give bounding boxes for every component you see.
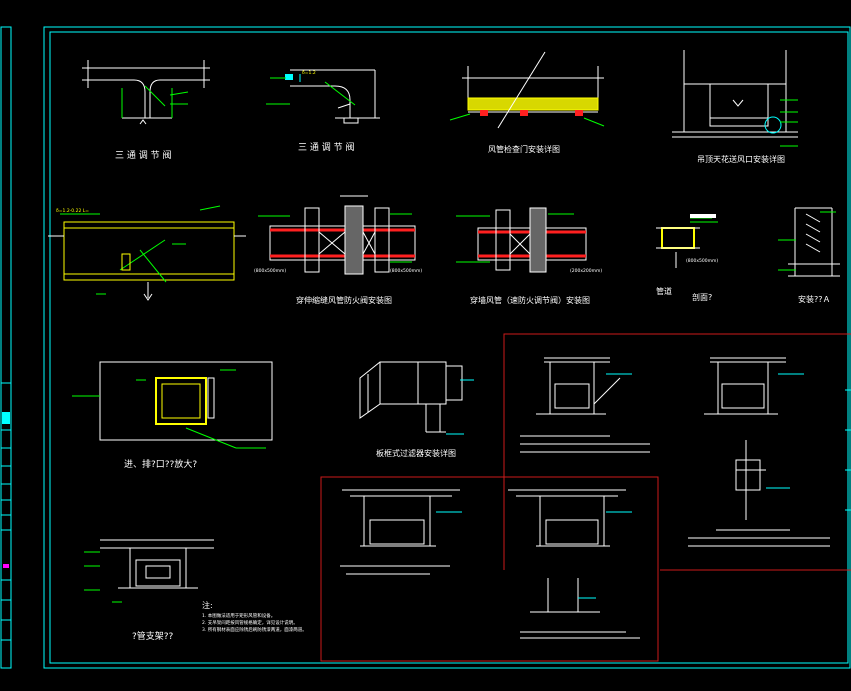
caption-expansion-damper: 穿伸缩缝风管防火阀安装图 bbox=[296, 295, 392, 305]
svg-text:(800x500mm): (800x500mm) bbox=[390, 268, 422, 274]
support-note-3: 3. 所有钢材表面应除锈后刷防锈漆两道，面漆两道。 bbox=[202, 626, 307, 633]
caption-ceiling-outlet: 吊顶天花送风口安装详图 bbox=[697, 154, 785, 164]
caption-window-opening: 进、排?口??放大? bbox=[124, 458, 197, 470]
svg-text:(200x200mm): (200x200mm) bbox=[570, 268, 602, 274]
hanger-box-lower bbox=[320, 476, 659, 662]
svg-text:δ=1.2: δ=1.2 bbox=[302, 70, 316, 76]
support-notes-title: 注: bbox=[202, 600, 213, 610]
caption-tee-damper-2: 三 通 调 节 阀 bbox=[298, 142, 354, 153]
tee-damper-detail-2: δ=1.2 三 通 调 节 阀 bbox=[266, 69, 380, 153]
right-edge-table bbox=[845, 389, 851, 511]
caption-tee-damper-1: 三 通 调 节 阀 bbox=[115, 150, 171, 161]
filter-box-detail: 板框式过滤器安装详图 bbox=[359, 361, 474, 458]
window-opening-detail: 进、排?口??放大? bbox=[72, 361, 273, 470]
access-door-detail: 风管检查门安装详图 bbox=[449, 51, 605, 154]
wall-install-a-detail: 安装??Ａ bbox=[778, 207, 840, 304]
svg-text:(800x500mm): (800x500mm) bbox=[254, 268, 286, 274]
caption-pipe-prefix: 管道 bbox=[656, 286, 672, 296]
sheet-frame bbox=[0, 26, 851, 669]
caption-install-a: 安装??Ａ bbox=[798, 294, 831, 304]
support-note-1: 1. 本图做法适用于矩形风管和设备。 bbox=[202, 612, 275, 619]
caption-duct-support: ?管支架?? bbox=[132, 630, 174, 642]
caption-wall-fire-damper: 穿墙风管（速防火调节阀）安装图 bbox=[470, 295, 590, 305]
duct-damper-detail: δ=1.2-0.22 L= bbox=[48, 205, 246, 301]
caption-access-door: 风管检查门安装详图 bbox=[488, 144, 560, 154]
support-note-2: 2. 支吊架间距按风管规格确定，详见设计说明。 bbox=[202, 619, 298, 626]
ceiling-outlet-detail: 吊顶天花送风口安装详图 bbox=[672, 50, 798, 164]
svg-text:(800x500mm): (800x500mm) bbox=[686, 258, 718, 264]
title-strip bbox=[1, 382, 11, 641]
duct-support-detail: 注: 1. 本图做法适用于矩形风管和设备。 2. 支吊架间距按风管规格确定，详见… bbox=[84, 539, 307, 642]
caption-filter-box: 板框式过滤器安装详图 bbox=[376, 448, 456, 458]
expansion-fire-damper-detail: (800x500mm) (800x500mm) 穿伸缩缝风管防火阀安装图 bbox=[254, 195, 422, 305]
tee-damper-detail-1: 三 通 调 节 阀 bbox=[82, 60, 210, 161]
svg-text:δ=1.2-0.22 L=: δ=1.2-0.22 L= bbox=[56, 208, 89, 214]
wall-fire-damper-detail: (200x200mm) 穿墙风管（速防火调节阀）安装图 bbox=[456, 207, 602, 305]
caption-pipe-section: 剖面? bbox=[692, 292, 712, 302]
hanger-box-upper bbox=[503, 333, 851, 571]
pipe-section-detail: (800x500mm) 管道 剖面? bbox=[656, 214, 718, 302]
